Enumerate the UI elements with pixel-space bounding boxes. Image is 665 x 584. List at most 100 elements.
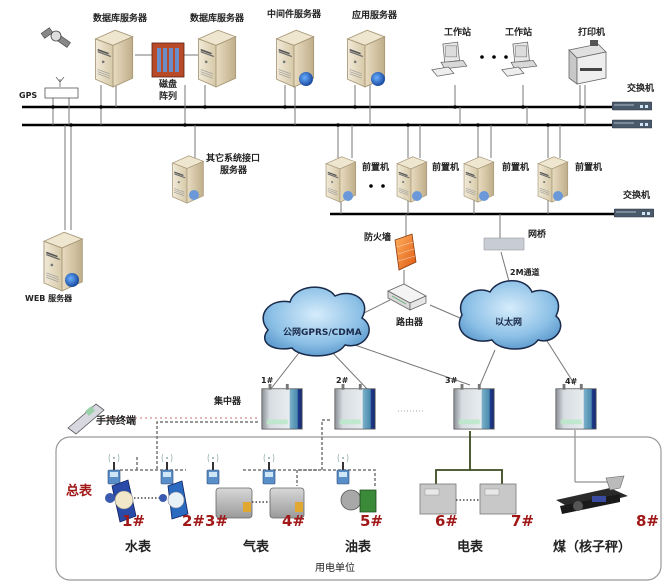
switch-front-label: 交换机 xyxy=(623,191,651,201)
radio-module-1 xyxy=(107,453,121,485)
cloud-public-label: 公网GPRS/CDMA xyxy=(283,328,362,338)
app-server xyxy=(346,29,386,88)
category-gas: 气表 xyxy=(243,540,270,555)
front-end-machine-4 xyxy=(537,156,569,203)
concentrator-3-label: 3# xyxy=(445,376,458,385)
channel-label: 2M通道 xyxy=(510,268,540,277)
meter-number-7: 7# xyxy=(511,512,535,530)
category-coal: 煤（核子秤） xyxy=(553,540,632,555)
meter-number-4: 4# xyxy=(282,512,306,530)
meter-number-1: 1# xyxy=(122,512,146,530)
connector-lines xyxy=(52,54,608,483)
water-meter-1 xyxy=(105,479,137,523)
user-icon xyxy=(189,190,199,200)
electric-meter-7 xyxy=(479,483,517,515)
app-server-label: 应用服务器 xyxy=(352,11,398,21)
workstation-2 xyxy=(501,41,538,77)
router-label: 路由器 xyxy=(396,318,424,328)
front-end-3-label: 前置机 xyxy=(502,163,530,173)
meter-number-5: 5# xyxy=(360,512,384,530)
other-interface-label-1: 其它系统接口 xyxy=(206,154,261,164)
other-interface-server xyxy=(171,155,204,204)
user-unit-boundary xyxy=(55,436,662,581)
radio-module-2 xyxy=(160,453,174,485)
handheld-terminal-icon xyxy=(67,403,105,435)
web-server-label: WEB 服务器 xyxy=(25,294,73,303)
user-icon xyxy=(479,191,489,201)
concentrator-3 xyxy=(453,383,495,430)
workstation-1 xyxy=(431,41,468,77)
workstation-1-label: 工作站 xyxy=(444,28,472,38)
electric-meter-lines xyxy=(435,431,503,484)
printer-label: 打印机 xyxy=(578,28,606,38)
handheld-label: 手持终端 xyxy=(96,416,136,427)
user-icon xyxy=(553,191,563,201)
db-server-1-label: 数据库服务器 xyxy=(93,14,148,24)
cloud-ethernet-label: 以太网 xyxy=(495,318,523,328)
meter-number-6: 6# xyxy=(435,512,459,530)
oil-meter-5 xyxy=(340,489,377,513)
ellipsis-dots-front xyxy=(369,184,385,188)
disk-array-label-2: 阵列 xyxy=(159,92,178,102)
router-icon xyxy=(387,283,427,311)
db-server-2-label: 数据库服务器 xyxy=(190,14,245,24)
water-meter-2 xyxy=(159,480,189,520)
switch-top-2 xyxy=(612,119,652,129)
gps-label: GPS xyxy=(19,91,38,100)
category-electric: 电表 xyxy=(457,540,484,555)
middleware-server xyxy=(275,29,315,88)
nuclear-scale-conveyor xyxy=(556,475,628,514)
printer-icon xyxy=(568,40,607,85)
concentrator-1-label: 1# xyxy=(261,376,274,385)
workstation-2-label: 工作站 xyxy=(505,28,533,38)
front-end-machine-1 xyxy=(325,156,357,203)
bus-junctions xyxy=(51,105,582,127)
radio-module-5 xyxy=(336,453,350,485)
electric-meter-6 xyxy=(419,483,457,515)
meter-bus-lines xyxy=(120,419,376,486)
user-icon xyxy=(412,191,422,201)
globe-icon xyxy=(65,273,79,287)
meter-number-3: 3# xyxy=(205,512,229,530)
satellite-icon xyxy=(40,27,71,48)
globe-icon xyxy=(371,72,385,86)
switch-front-end xyxy=(614,208,654,218)
disk-array-label-1: 磁盘 xyxy=(159,80,178,90)
bridge-label: 网桥 xyxy=(528,230,547,240)
middleware-server-label: 中间件服务器 xyxy=(267,10,322,20)
disk-array-icon xyxy=(151,42,185,78)
cloud-public-network xyxy=(262,286,370,357)
firewall-icon xyxy=(394,233,417,271)
gps-receiver-icon xyxy=(44,76,79,99)
concentrator-2 xyxy=(334,383,376,430)
cloud-ethernet xyxy=(458,280,562,350)
main-meter-label: 总表 xyxy=(66,484,93,499)
category-water: 水表 xyxy=(125,540,152,555)
switch-top-label: 交换机 xyxy=(627,84,655,94)
concentrator-2-label: 2# xyxy=(336,376,349,385)
user-unit-label: 用电单位 xyxy=(315,563,355,574)
front-end-machine-2 xyxy=(396,156,428,203)
concentrator-4-label: 4# xyxy=(565,377,578,386)
user-icon xyxy=(343,191,353,201)
ellipsis-dots xyxy=(480,55,508,59)
concentrator-label: 集中器 xyxy=(214,397,242,407)
globe-icon xyxy=(299,72,313,86)
db-server-1 xyxy=(94,29,134,88)
concentrator-1 xyxy=(261,383,303,430)
web-server xyxy=(43,231,83,292)
firewall-label: 防火墙 xyxy=(364,233,392,243)
other-interface-label-2: 服务器 xyxy=(220,166,248,176)
gas-meter-3 xyxy=(215,487,253,519)
meter-number-8: 8# xyxy=(636,512,660,530)
front-end-1-label: 前置机 xyxy=(362,163,390,173)
db-server-2 xyxy=(197,29,237,88)
radio-module-4 xyxy=(262,453,276,485)
radio-module-3 xyxy=(206,453,220,485)
meter-number-2: 2# xyxy=(182,512,206,530)
gas-meter-4 xyxy=(269,487,305,519)
category-oil: 油表 xyxy=(345,540,372,555)
bridge-icon xyxy=(483,237,525,251)
concentrator-4 xyxy=(555,383,597,430)
front-end-4-label: 前置机 xyxy=(575,163,603,173)
